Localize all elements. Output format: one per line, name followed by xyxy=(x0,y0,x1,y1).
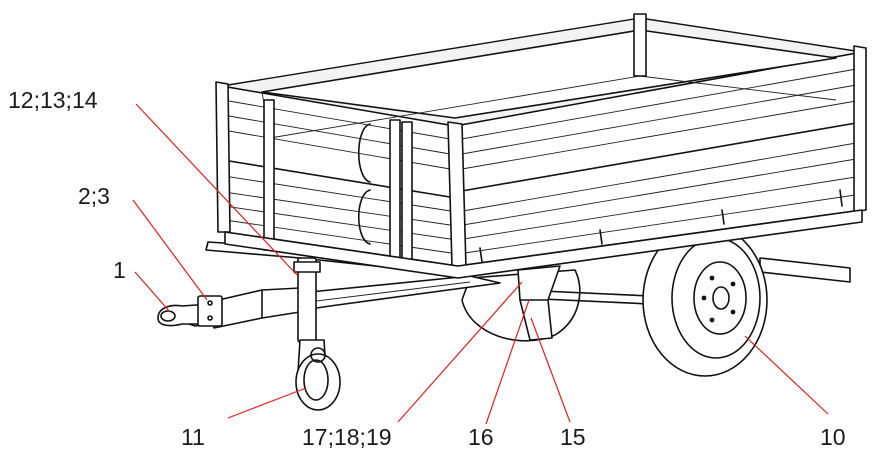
front-wall-ribs xyxy=(222,99,459,255)
wheel-chock xyxy=(517,265,561,341)
leader-line-2-3 xyxy=(132,199,208,301)
callout-11: 11 xyxy=(181,424,205,450)
leader-line-15 xyxy=(530,317,571,423)
callout-15: 15 xyxy=(560,424,586,450)
callout-labels: 12;13;14 2;3 1 11 17;18;19 16 15 10 xyxy=(8,87,846,450)
callout-17-18-19: 17;18;19 xyxy=(302,424,392,450)
leader-line-17-18-19 xyxy=(397,281,523,423)
side-wall-ribs xyxy=(455,67,863,255)
leader-line-1 xyxy=(134,271,171,313)
callout-16: 16 xyxy=(468,424,494,450)
trailer-drawing xyxy=(157,13,867,411)
cargo-box xyxy=(215,13,867,279)
leader-lines xyxy=(132,103,829,425)
callout-12-13-14: 12;13;14 xyxy=(8,87,98,113)
callout-2-3: 2;3 xyxy=(78,183,110,209)
leader-line-12-13-14 xyxy=(135,103,299,277)
leader-line-10 xyxy=(744,335,829,415)
leader-line-16 xyxy=(485,299,530,425)
main-wheel xyxy=(642,223,768,377)
jockey-wheel xyxy=(293,257,341,411)
callout-1: 1 xyxy=(113,257,126,283)
leader-line-11 xyxy=(227,387,307,419)
callout-10: 10 xyxy=(820,424,846,450)
